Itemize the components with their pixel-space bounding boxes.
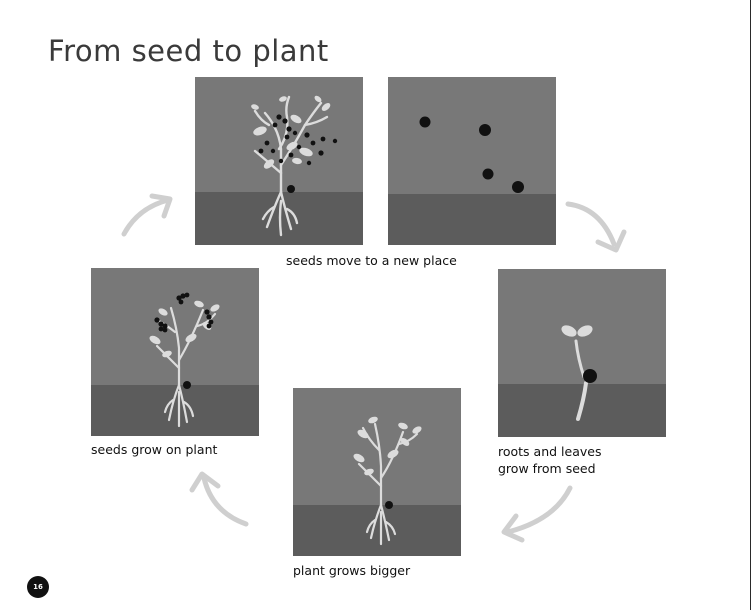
panel-sprout [498,269,666,437]
caption-grows-bigger: plant grows bigger [293,562,410,579]
panel-plant-releasing-seeds [195,77,363,245]
slide-title: From seed to plant [48,34,329,68]
panel-seeds-moving [388,77,556,245]
panel-bigger-plant [293,388,461,556]
seeds-on-plant-illustration [91,268,259,436]
cycle-arrow-icon [562,196,636,260]
caption-line: roots and leaves [498,443,601,460]
caption-line: seeds move to a new place [286,252,457,269]
caption-line: grow from seed [498,460,601,477]
seeds-moving-illustration [388,77,556,245]
page-number-badge: 16 [27,576,49,598]
caption-seeds-grow: seeds grow on plant [91,441,217,458]
caption-line: seeds grow on plant [91,441,217,458]
plant-releasing-seeds-illustration [195,77,363,245]
caption-roots-leaves: roots and leaves grow from seed [498,443,601,477]
caption-seeds-move: seeds move to a new place [286,252,457,269]
sprout-illustration [498,269,666,437]
caption-line: plant grows bigger [293,562,410,579]
cycle-arrow-icon [188,466,258,532]
cycle-arrow-icon [112,188,182,244]
panel-seeds-on-plant [91,268,259,436]
cycle-arrow-icon [496,482,576,546]
bigger-plant-illustration [293,388,461,556]
